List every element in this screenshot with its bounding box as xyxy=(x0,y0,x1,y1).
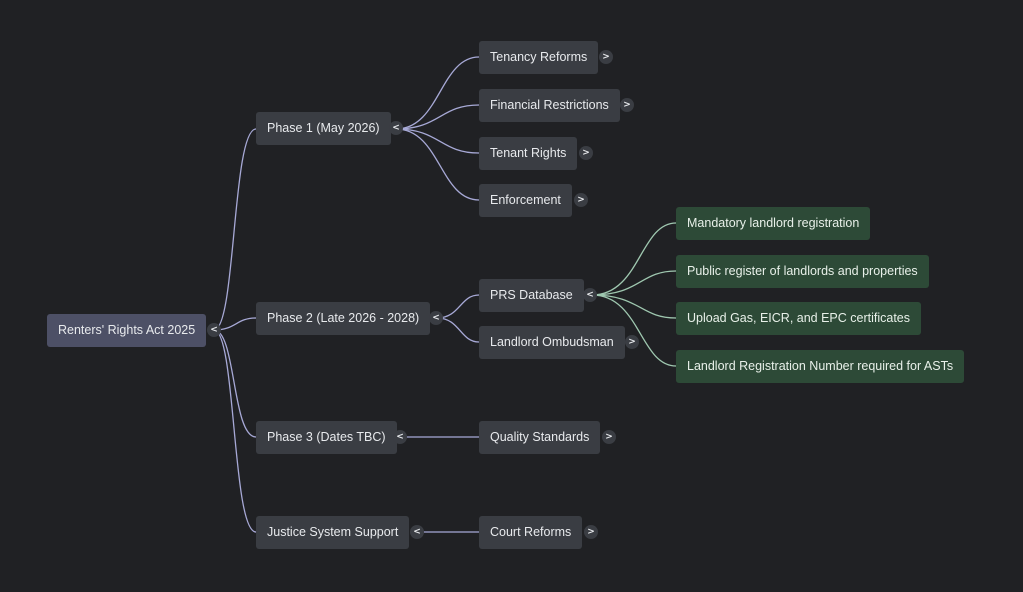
link-prs-registration-number xyxy=(591,294,677,367)
quality-standards-node[interactable]: Quality Standards xyxy=(479,421,601,454)
enforcement-label: Enforcement xyxy=(490,193,561,207)
phase1-collapse-toggle[interactable]: < xyxy=(389,121,403,135)
link-root-phase3 xyxy=(213,329,257,438)
phase2-label: Phase 2 (Late 2026 - 2028) xyxy=(267,311,420,325)
link-prs-certificates xyxy=(591,294,677,319)
tenant-rights-expand-toggle[interactable]: > xyxy=(579,146,593,160)
registration-number-node[interactable]: Landlord Registration Number required fo… xyxy=(676,350,965,383)
phase2-node[interactable]: Phase 2 (Late 2026 - 2028) xyxy=(256,302,431,335)
tenancy-reforms-expand-toggle[interactable]: > xyxy=(599,50,613,64)
court-reforms-node[interactable]: Court Reforms xyxy=(479,516,583,549)
prs-database-collapse-toggle[interactable]: < xyxy=(583,288,597,302)
tenant-rights-node[interactable]: Tenant Rights xyxy=(479,137,578,170)
tenant-rights-label: Tenant Rights xyxy=(490,146,567,160)
root-node[interactable]: Renters' Rights Act 2025 xyxy=(47,314,207,347)
quality-standards-expand-toggle[interactable]: > xyxy=(602,430,616,444)
registration-number-label: Landlord Registration Number required fo… xyxy=(687,359,954,373)
landlord-ombudsman-expand-toggle[interactable]: > xyxy=(625,335,639,349)
landlord-ombudsman-node[interactable]: Landlord Ombudsman xyxy=(479,326,625,359)
phase3-collapse-toggle[interactable]: < xyxy=(393,430,407,444)
court-reforms-label: Court Reforms xyxy=(490,525,572,539)
prs-database-node[interactable]: PRS Database xyxy=(479,279,584,312)
financial-restrictions-node[interactable]: Financial Restrictions xyxy=(479,89,620,122)
link-phase1-enforcement xyxy=(395,128,480,201)
justice-system-node[interactable]: Justice System Support xyxy=(256,516,410,549)
phase1-label: Phase 1 (May 2026) xyxy=(267,121,380,135)
link-phase1-financial xyxy=(395,104,480,130)
public-register-node[interactable]: Public register of landlords and propert… xyxy=(676,255,929,288)
phase3-node[interactable]: Phase 3 (Dates TBC) xyxy=(256,421,397,454)
certificates-upload-label: Upload Gas, EICR, and EPC certificates xyxy=(687,311,911,325)
phase3-label: Phase 3 (Dates TBC) xyxy=(267,430,386,444)
tenancy-reforms-label: Tenancy Reforms xyxy=(490,50,588,64)
root-collapse-toggle[interactable]: < xyxy=(207,323,221,337)
enforcement-expand-toggle[interactable]: > xyxy=(574,193,588,207)
enforcement-node[interactable]: Enforcement xyxy=(479,184,572,217)
link-prs-registration xyxy=(591,222,677,296)
financial-restrictions-label: Financial Restrictions xyxy=(490,98,609,112)
financial-restrictions-expand-toggle[interactable]: > xyxy=(620,98,634,112)
quality-standards-label: Quality Standards xyxy=(490,430,590,444)
link-prs-public-register xyxy=(591,270,677,296)
public-register-label: Public register of landlords and propert… xyxy=(687,264,918,278)
tenancy-reforms-node[interactable]: Tenancy Reforms xyxy=(479,41,599,74)
mandatory-registration-node[interactable]: Mandatory landlord registration xyxy=(676,207,871,240)
justice-system-collapse-toggle[interactable]: < xyxy=(410,525,424,539)
root-label: Renters' Rights Act 2025 xyxy=(58,323,196,337)
link-phase1-rights xyxy=(395,128,480,154)
link-phase2-prs xyxy=(436,294,480,319)
prs-database-label: PRS Database xyxy=(490,288,573,302)
landlord-ombudsman-label: Landlord Ombudsman xyxy=(490,335,614,349)
link-root-justice xyxy=(213,329,257,533)
link-root-phase1 xyxy=(213,128,257,331)
justice-system-label: Justice System Support xyxy=(267,525,399,539)
phase2-collapse-toggle[interactable]: < xyxy=(429,311,443,325)
link-phase2-ombudsman xyxy=(436,317,480,343)
certificates-upload-node[interactable]: Upload Gas, EICR, and EPC certificates xyxy=(676,302,922,335)
link-phase1-tenancy xyxy=(395,56,480,130)
mandatory-registration-label: Mandatory landlord registration xyxy=(687,216,860,230)
court-reforms-expand-toggle[interactable]: > xyxy=(584,525,598,539)
phase1-node[interactable]: Phase 1 (May 2026) xyxy=(256,112,391,145)
